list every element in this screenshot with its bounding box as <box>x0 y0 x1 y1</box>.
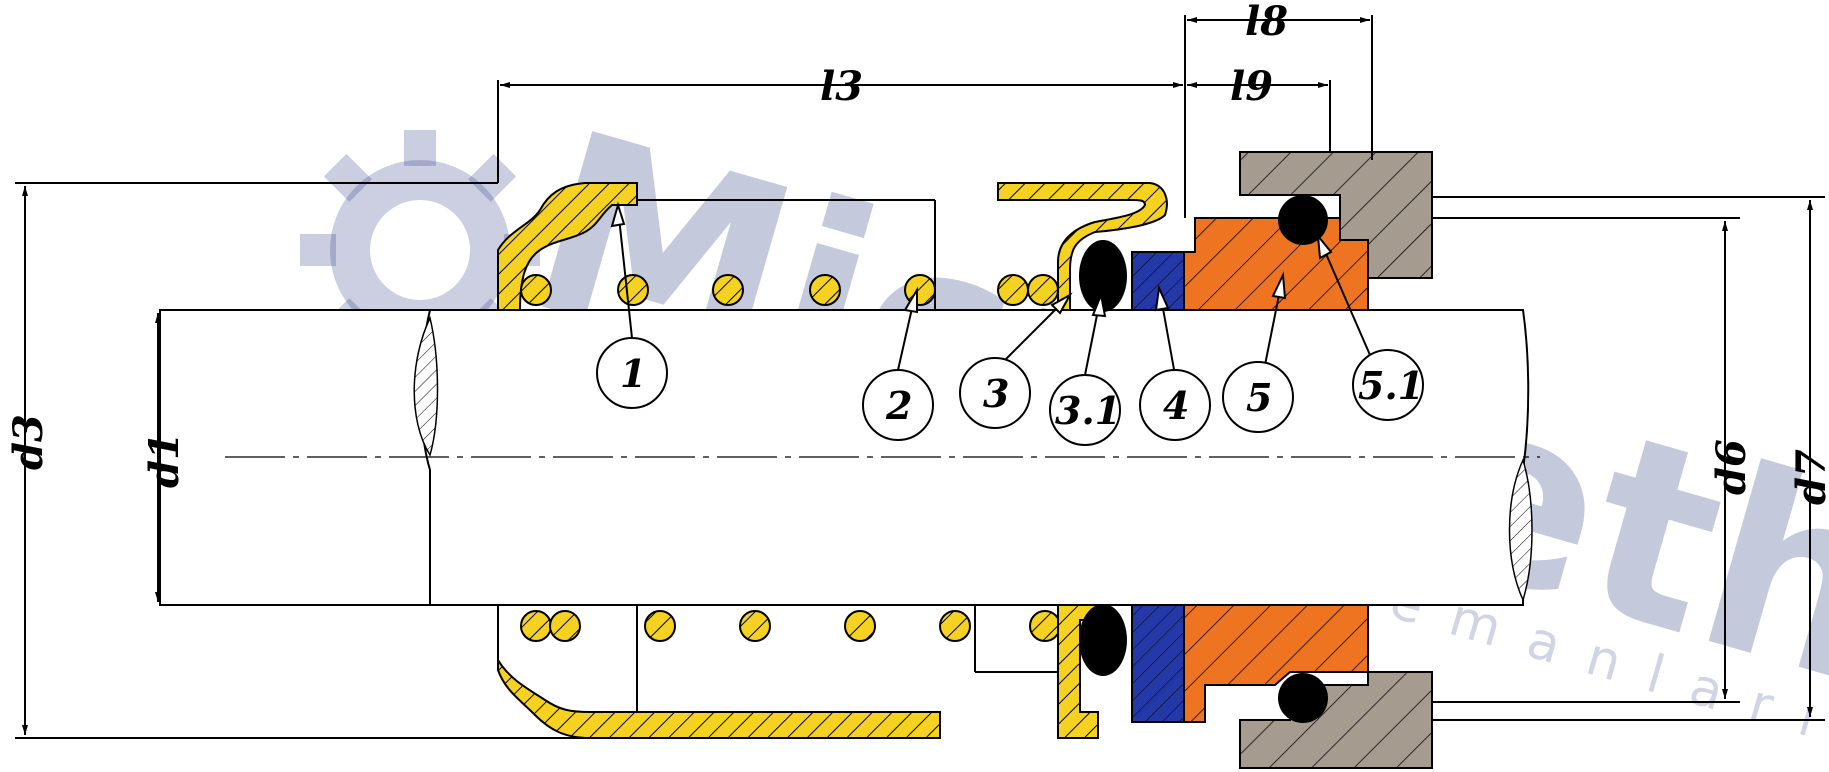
dim-d1-label: d1 <box>141 432 188 488</box>
part-5-1-oring <box>1278 195 1328 723</box>
part-1-retainer <box>497 182 941 739</box>
callout-1: 1 <box>620 351 646 396</box>
spring-coil-bottom-0 <box>520 610 552 642</box>
spring-coil-top-3 <box>809 274 841 306</box>
dim-l8-label: l8 <box>1245 0 1288 45</box>
spring-coil-bottom-3 <box>739 610 771 642</box>
dim-d6-label: d6 <box>1708 439 1755 495</box>
callout-3-1: 3.1 <box>1055 388 1121 433</box>
dim-d3-label: d3 <box>5 414 52 470</box>
spring-coil-top-4 <box>904 274 936 306</box>
callout-5-1: 5.1 <box>1358 363 1424 408</box>
dim-l9-label: l9 <box>1230 63 1273 110</box>
part-3-driver <box>974 182 1168 739</box>
spring-coil-bottom-6 <box>1029 610 1061 642</box>
spring-coil-bottom-5 <box>939 610 971 642</box>
callout-5: 5 <box>1246 375 1272 420</box>
spring-coil-bottom-4 <box>844 610 876 642</box>
shaft <box>159 309 1540 606</box>
gland-housing <box>1239 151 1433 769</box>
callout-3: 3 <box>983 371 1009 416</box>
dim-l3-label: l3 <box>820 63 863 110</box>
callout-4: 4 <box>1163 383 1189 428</box>
spring-coil-top-2 <box>712 274 744 306</box>
callouts <box>596 201 1424 446</box>
part-3-1-oring <box>1079 240 1127 676</box>
callout-2: 2 <box>885 383 912 428</box>
spring-coil-top-6 <box>1027 274 1059 306</box>
callout-labels: 1 2 3 3.1 4 5 5.1 <box>620 351 1424 433</box>
spring-coil-top-0 <box>520 274 552 306</box>
spring-coil-top-5 <box>997 274 1029 306</box>
dimension-labels: l3 l8 l9 d3 d1 d6 d7 <box>5 0 1829 505</box>
dim-d7-label: d7 <box>1788 449 1829 505</box>
spring-coil-top-1 <box>617 274 649 306</box>
spring-coil-bottom-1 <box>549 610 581 642</box>
dimension-lines <box>15 15 1825 739</box>
spring-coil-bottom-2 <box>644 610 676 642</box>
